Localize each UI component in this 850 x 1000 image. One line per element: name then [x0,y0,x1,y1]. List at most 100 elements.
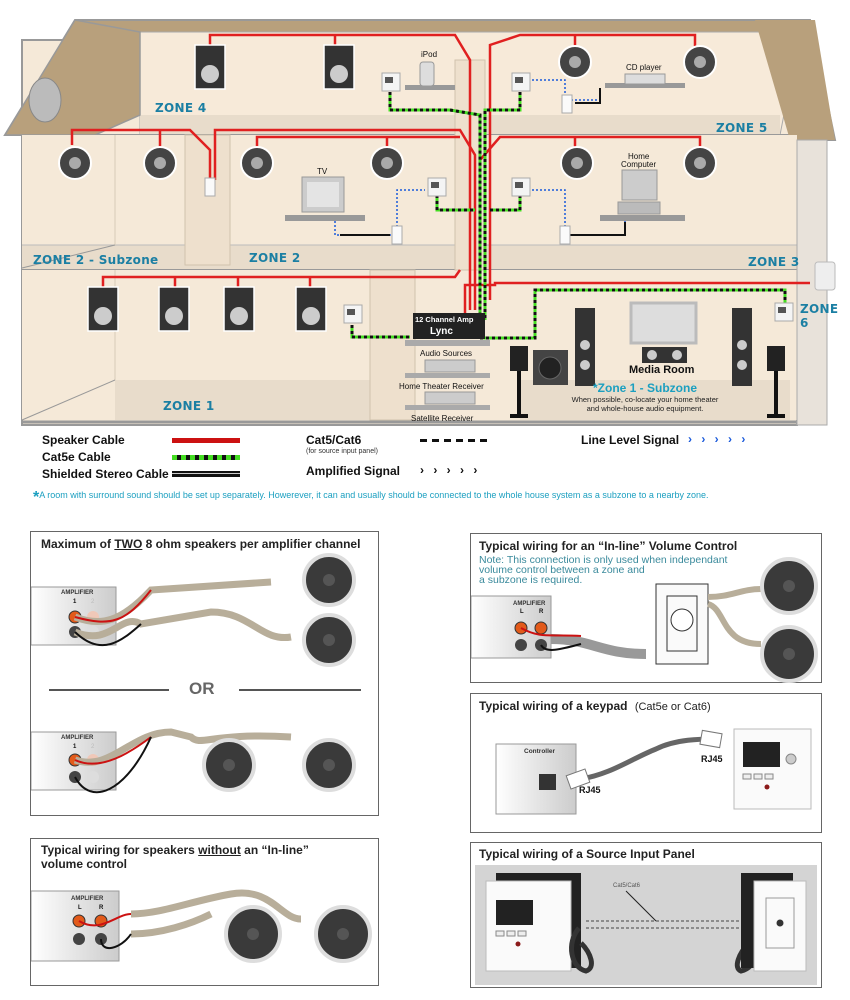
home-computer [621,169,658,201]
zone-1-label: ZONE 1 [163,399,215,413]
amp-title: 12 Channel Amp [415,315,474,324]
source-cable-label: Cat5/Cat6 [613,883,641,889]
home-theater-receiver-label: Home Theater Receiver [399,382,484,391]
audio-sources-label: Audio Sources [420,349,473,358]
amp-ch1-label: 1 [73,599,77,605]
legend-cat5e-swatch [172,455,240,460]
subzone-title: *Zone 1 - Subzone [592,381,697,395]
legend-speaker-cable-swatch [172,438,240,443]
title-pre: Typical wiring for speakers [41,843,199,857]
footnote-text: A room with surround sound should be set… [39,490,709,500]
panel-source-input-title: Typical wiring of a Source Input Panel [479,847,695,861]
subzone-line-1: When possible, co-locate your home theat… [571,395,719,404]
zone-2-label: ZONE 2 [249,251,301,265]
inline-volume-note: Note: This connection is only used when … [479,554,728,586]
title-line-2: volume control [41,857,128,871]
amp-left-label: L [520,609,524,615]
house-illustration [3,19,837,426]
panel-no-inline-title: Typical wiring for speakers without an “… [41,843,309,871]
keypad-illustration [495,728,812,815]
amp-label-2: AMPLIFIER [61,735,94,741]
bookshelf-speaker-right [767,346,785,371]
home-computer-label-2: Computer [621,160,657,169]
footnote-star: * [33,489,40,506]
title-sub: (Cat5e or Cat6) [634,701,711,713]
title-post: 8 ohm speakers per amplifier channel [142,537,361,551]
bookshelf-speaker-left [510,346,528,371]
panel-keypad: Typical wiring of a keypad (Cat5e or Cat… [470,693,822,833]
outdoor-speaker [814,261,836,291]
zone-4-label: ZONE 4 [155,101,207,115]
rj45-jack [539,774,556,790]
amp-right-label: R [99,905,104,911]
legend-line-level-symbol: › › › › › [688,432,749,446]
satellite-receiver-label: Satellite Receiver [411,414,474,423]
or-divider-label: OR [189,679,215,698]
legend-shielded-label: Shielded Stereo Cable [42,467,169,481]
ipod-label: iPod [421,50,438,59]
title-post: an “In-line” [240,843,309,857]
rj45-right-label: RJ45 [701,754,723,764]
controller-label: Controller [524,748,556,755]
panel-inline-volume: Typical wiring for an “In-line” Volume C… [470,533,822,683]
inline-volume-illustration [471,557,818,683]
amp-right-label: R [539,609,544,615]
legend: Speaker Cable Cat5e Cable Shielded Stere… [0,430,850,485]
panel-keypad-title: Typical wiring of a keypad (Cat5e or Cat… [479,699,711,713]
volume-controls [204,94,573,245]
subzone-line-2: and whole-house audio equipment. [586,404,704,413]
amplifier [413,313,485,339]
amp-left-label: L [78,905,82,911]
no-inline-illustration [31,889,372,963]
legend-speaker-cable-label: Speaker Cable [42,433,125,447]
amp2-ch2-label: 2 [91,744,95,750]
house-diagram: ZONE 4 ZONE 5 ZONE 2 - Subzone ZONE 2 ZO… [0,0,850,430]
rj45-plug-right [699,729,723,749]
cd-player-label: CD player [626,63,662,72]
panel-source-input: Typical wiring of a Source Input Panel C… [470,842,822,988]
home-computer-label-1: Home [628,152,650,161]
volume-knob [670,608,694,632]
panel-inline-volume-title: Typical wiring for an “In-line” Volume C… [479,539,738,553]
legend-cat5-cat6-sub: (for source input panel) [306,448,378,455]
panel-two-speakers: Maximum of TWO 8 ohm speakers per amplif… [30,531,379,816]
title-main: Typical wiring of a keypad [479,699,628,713]
legend-shielded-swatch [172,471,240,477]
cat5e-cables [350,92,787,340]
title-pre: Maximum of [41,537,115,551]
legend-amplified-label: Amplified Signal [306,464,401,478]
subzone-callout: *Zone 1 - Subzone When possible, co-loca… [560,381,730,413]
note-line-3: a subzone is required. [479,574,583,586]
rca-jack [776,919,784,927]
amp-label-1: AMPLIFIER [61,590,94,596]
rj45-plug-left [565,768,591,790]
amp2-ch1-label: 1 [73,744,77,750]
amp-ch2-label: 2 [91,599,95,605]
legend-cat5-cat6-label: Cat5/Cat6 [306,433,362,447]
amp-label: AMPLIFIER [71,896,104,902]
media-room-label: Media Room [629,364,695,376]
legend-line-level-label: Line Level Signal [581,433,680,447]
title-emphasis: TWO [114,537,143,551]
two-speakers-illustration [31,553,361,794]
title-emphasis: without [198,843,241,857]
panel-two-speakers-title: Maximum of TWO 8 ohm speakers per amplif… [41,537,360,551]
zone-2-subzone-label: ZONE 2 - Subzone [33,253,159,267]
keypad-device [485,880,572,972]
zone-5-label: ZONE 5 [716,121,768,135]
legend-amplified-symbol: › › › › › [420,463,481,477]
cd-player [624,73,666,85]
panel-no-inline: Typical wiring for speakers without an “… [30,838,379,986]
footnote: *A room with surround sound should be se… [33,489,833,507]
source-input-illustration [475,865,817,985]
legend-cat5e-label: Cat5e Cable [42,450,111,464]
zone-6-label: ZONE 6 [800,302,839,330]
note-line-2: volume control between a zone and [479,564,645,576]
rj45-left-label: RJ45 [579,785,601,795]
satellite-dish [28,77,62,123]
media-room-screen [629,301,698,345]
tv-label: TV [317,167,328,176]
amp-brand: Lync [430,326,453,337]
note-line-1: Note: This connection is only used when … [479,554,728,566]
legend-cat5-cat6-swatch [420,439,490,442]
